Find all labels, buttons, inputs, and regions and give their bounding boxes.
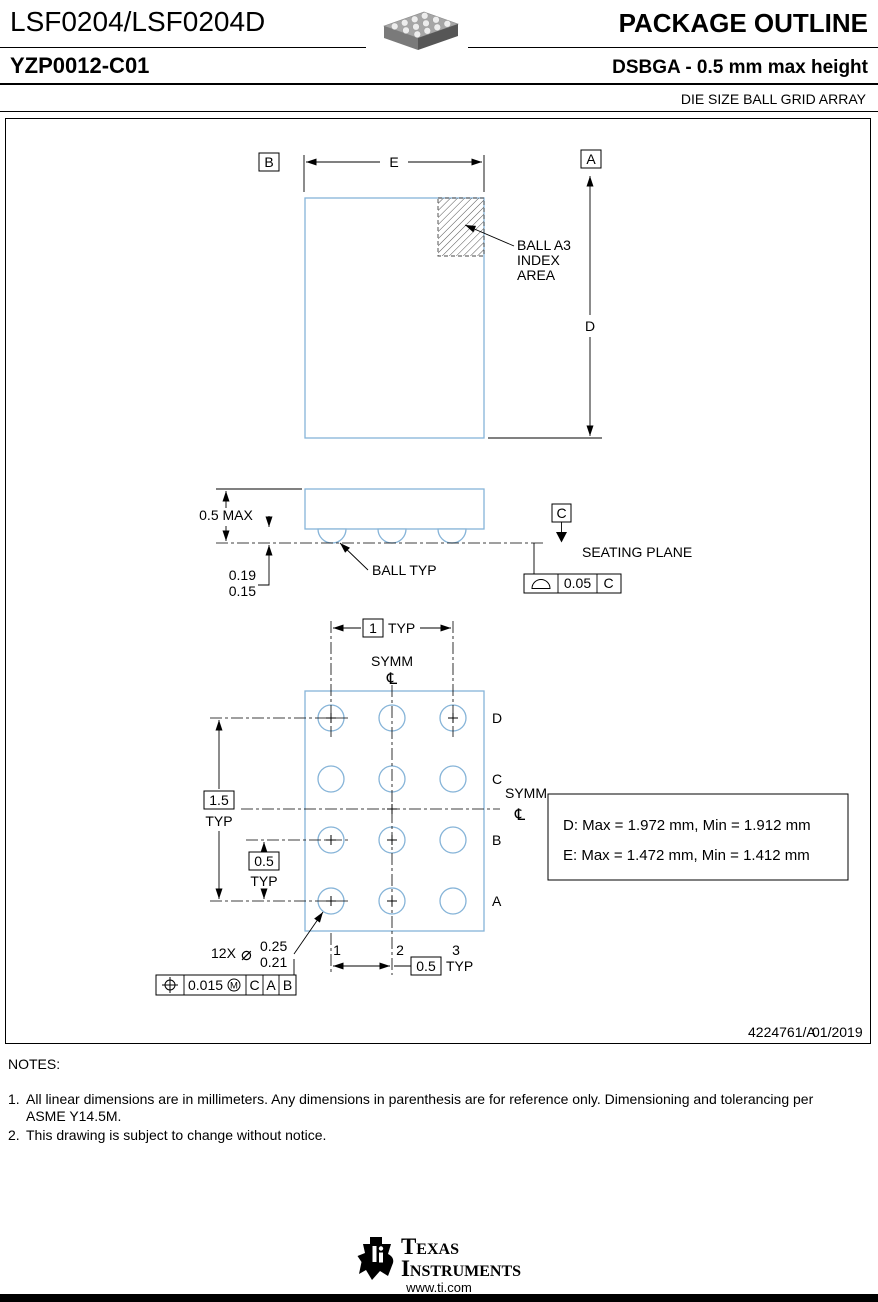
ball-center-marks xyxy=(326,713,458,906)
col-pitch-value: 0.5 xyxy=(416,958,436,974)
position-datum-1: C xyxy=(249,977,259,993)
ball-height-max: 0.19 xyxy=(229,567,256,583)
col-label-3: 3 xyxy=(452,942,460,958)
package-photo-balls xyxy=(391,12,451,38)
datum-a-box xyxy=(580,149,602,169)
ball-span-typ: TYP xyxy=(388,620,415,636)
dim-d-note: D: Max = 1.972 mm, Min = 1.912 mm xyxy=(563,817,811,834)
position-tolerance: 0.015 xyxy=(188,977,223,993)
row-pitch-value: 0.5 xyxy=(254,853,274,869)
header-rule-2 xyxy=(0,83,878,85)
centerline-symbol-right: ℄ xyxy=(514,805,526,824)
row-pitch-typ: TYP xyxy=(250,873,277,889)
device-name: LSF0204/LSF0204D xyxy=(10,6,266,37)
row-label-c: C xyxy=(492,771,502,787)
note-text: All linear dimensions are in millimeters… xyxy=(26,1091,814,1124)
ball-count-label: 12X xyxy=(211,945,237,961)
symm-top-label: SYMM xyxy=(371,653,413,669)
package-subtitle: DSBGA - 0.5 mm max height xyxy=(612,57,868,78)
dim-e-note: E: Max = 1.472 mm, Min = 1.412 mm xyxy=(563,847,810,864)
side-view-balls xyxy=(317,528,467,544)
datum-c-label: C xyxy=(556,505,566,521)
ball-diameter-min: 0.21 xyxy=(260,954,287,970)
note-item-2: 2. This drawing is subject to change wit… xyxy=(8,1127,848,1144)
dim-col-pitch: 0.5 TYP xyxy=(333,956,473,976)
drawing-date: 01/2019 xyxy=(812,1024,863,1040)
flatness-datum: C xyxy=(603,575,613,591)
notes-section: NOTES: 1. All linear dimensions are in m… xyxy=(8,1056,848,1144)
drawing-number: 4224761/A xyxy=(748,1024,816,1040)
ball-typ-label: BALL TYP xyxy=(372,562,437,578)
dim-ball-height-lines xyxy=(258,516,273,586)
datum-c-triangle xyxy=(556,532,567,543)
note-number: 1. xyxy=(8,1091,20,1107)
row-label-d: D xyxy=(492,710,502,726)
note-text: This drawing is subject to change withou… xyxy=(26,1127,327,1143)
datum-b-box xyxy=(258,152,280,172)
dimension-note-box: D: Max = 1.972 mm, Min = 1.912 mm E: Max… xyxy=(547,793,849,881)
package-outline-side xyxy=(304,488,485,530)
package-drawing: E B A D BALL A3 INDEX AREA 0.5 MAX xyxy=(155,149,863,1040)
diameter-symbol: ⌀ xyxy=(241,944,252,965)
col-label-1: 1 xyxy=(333,942,341,958)
centerlines xyxy=(210,621,500,975)
ball-height-min: 0.15 xyxy=(229,583,256,599)
dim-d-lines xyxy=(488,176,602,439)
side-view: 0.5 MAX 0.19 0.15 BALL TYP C SEATING PLA… xyxy=(199,488,692,599)
profile-surface-symbol-icon xyxy=(531,579,551,589)
ball-a3-leader xyxy=(464,224,515,247)
dim-row-pitch: 0.5 TYP xyxy=(248,842,280,899)
dim-ball-span: 1 TYP xyxy=(333,618,451,638)
mmc-symbol-icon xyxy=(227,978,241,992)
dim-row-span: 1.5 TYP xyxy=(203,720,235,899)
ball-span-value: 1 xyxy=(369,620,377,636)
flatness-tolerance: 0.05 xyxy=(564,575,591,591)
ball-a3-label-1: BALL A3 xyxy=(517,237,571,253)
ball-a3-index-area-hatch xyxy=(437,197,485,257)
footer-logo: Texas Instruments xyxy=(0,1234,878,1282)
note-number: 2. xyxy=(8,1127,20,1143)
dim-e-extension-lines xyxy=(303,155,485,192)
package-family: DIE SIZE BALL GRID ARRAY xyxy=(680,91,866,107)
row-span-typ: TYP xyxy=(205,813,232,829)
package-code: YZP0012-C01 xyxy=(10,53,150,78)
notes-heading: NOTES: xyxy=(8,1056,61,1072)
mmc-m: M xyxy=(230,981,238,992)
drawing-frame: E B A D BALL A3 INDEX AREA 0.5 MAX xyxy=(5,118,871,1044)
brand-line-2: Instruments xyxy=(400,1256,522,1281)
col-label-2: 2 xyxy=(396,942,404,958)
datum-b-label: B xyxy=(264,154,273,170)
dim-d-label: D xyxy=(585,318,595,334)
symm-right-label: SYMM xyxy=(505,785,547,801)
bottom-view: 1 TYP SYMM ℄ SYMM ℄ 1.5 TYP 0.5 TYP D C … xyxy=(155,618,849,996)
col-pitch-typ: TYP xyxy=(446,958,473,974)
note-item-1: 1. All linear dimensions are in millimet… xyxy=(8,1091,848,1125)
ball-a3-label-3: AREA xyxy=(517,267,556,283)
row-label-b: B xyxy=(492,832,501,848)
ti-logo-icon xyxy=(357,1237,394,1280)
flatness-fcf: 0.05 C xyxy=(523,573,622,594)
ball-diameter-callout: 12X ⌀ 0.25 0.21 xyxy=(211,911,324,975)
position-symbol-icon xyxy=(162,977,178,993)
position-datum-3: B xyxy=(283,977,292,993)
position-datum-2: A xyxy=(266,977,276,993)
ball-diameter-max: 0.25 xyxy=(260,938,287,954)
package-photo xyxy=(366,0,468,58)
page-title: PACKAGE OUTLINE xyxy=(618,8,868,38)
ball-typ-leader xyxy=(339,542,369,571)
row-span-value: 1.5 xyxy=(209,792,229,808)
header-rule-3 xyxy=(0,111,878,112)
bottom-bar xyxy=(0,1294,878,1302)
brand-line-1: Texas xyxy=(400,1234,459,1259)
dim-height-label: 0.5 MAX xyxy=(199,507,253,523)
centerline-symbol-top: ℄ xyxy=(386,669,398,688)
top-view: E B A D BALL A3 INDEX AREA xyxy=(258,149,602,439)
datum-a-label: A xyxy=(586,151,596,167)
position-fcf: 0.015 M C A B xyxy=(155,974,297,996)
ti-website: www.ti.com xyxy=(406,1280,472,1295)
ball-a3-label-2: INDEX xyxy=(517,252,560,268)
seating-plane-label: SEATING PLANE xyxy=(582,544,692,560)
row-label-a: A xyxy=(492,893,502,909)
dim-e-label: E xyxy=(389,154,398,170)
